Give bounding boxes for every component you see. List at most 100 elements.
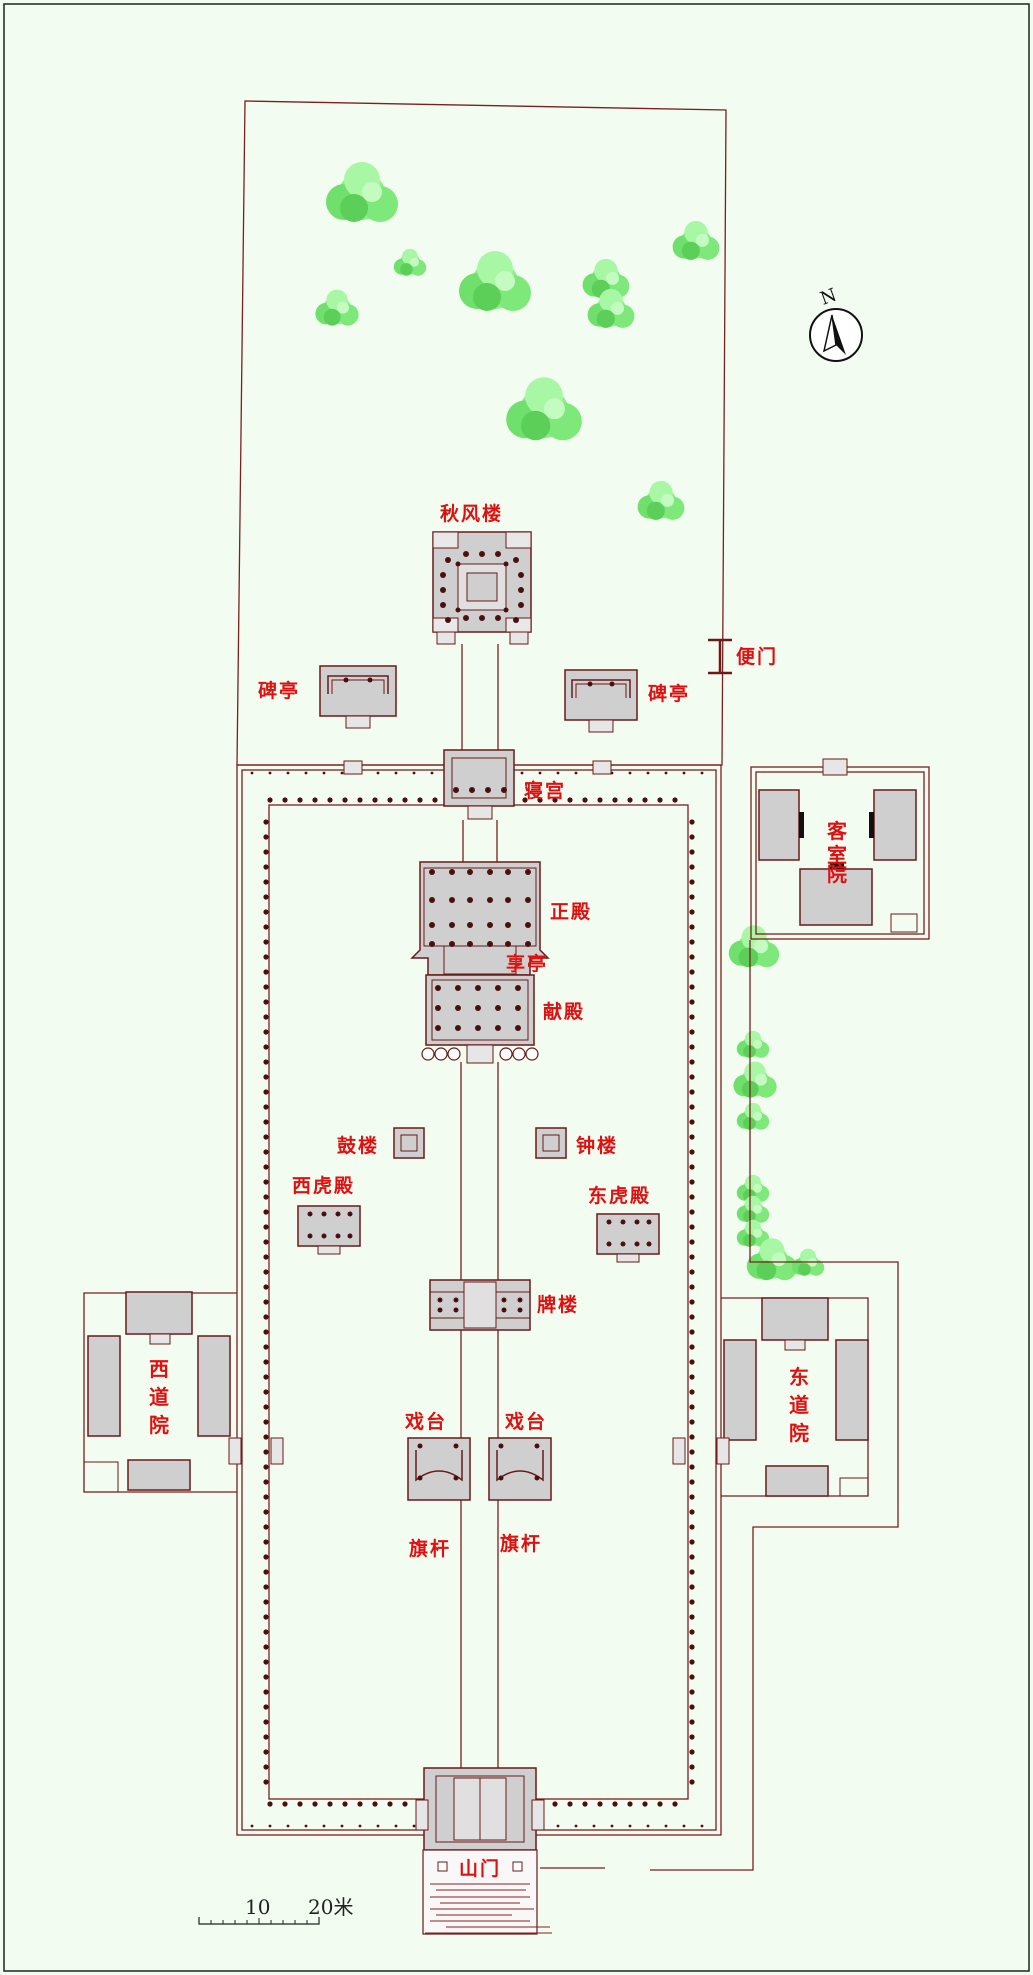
colonnade-dot: [628, 771, 632, 775]
colonnade-dot: [689, 1329, 695, 1335]
colonnade-dot: [263, 1479, 269, 1485]
scale-bar: 10 20米: [198, 1895, 353, 1925]
colonnade-dot: [689, 1629, 695, 1635]
column-dot: [429, 897, 435, 903]
column-dot: [487, 897, 493, 903]
colonnade-dot: [567, 797, 573, 803]
colonnade-dot: [387, 797, 393, 803]
colonnade-dot: [689, 1029, 695, 1035]
colonnade-dot: [263, 1509, 269, 1515]
stele-pavilion-east: 碑亭: [564, 669, 688, 733]
colonnade-dot: [263, 1239, 269, 1245]
colonnade-dot: [689, 969, 695, 975]
colonnade-dot: [268, 1824, 272, 1828]
colonnade-dot: [263, 1194, 269, 1200]
colonnade-dot: [263, 1044, 269, 1050]
label-dongdaoyuan-3: 院: [789, 1421, 809, 1445]
colonnade-dot: [689, 879, 695, 885]
colonnade-dot: [297, 797, 303, 803]
colonnade-dot: [689, 1089, 695, 1095]
colonnade-dot: [263, 1254, 269, 1260]
label-xidaoyuan-2: 道: [149, 1385, 169, 1409]
column-dot: [475, 985, 481, 991]
label-xidaoyuan-3: 院: [149, 1413, 169, 1437]
colonnade-dot: [358, 1824, 362, 1828]
colonnade-dot: [263, 1569, 269, 1575]
colonnade-dot: [250, 1824, 254, 1828]
colonnade-dot: [689, 1779, 695, 1785]
colonnade-dot: [263, 1419, 269, 1425]
colonnade-dot: [657, 797, 663, 803]
colonnade-dot: [552, 797, 558, 803]
label-kexiyuan-2: 室: [827, 843, 847, 867]
label-donghudian: 东虎殿: [588, 1184, 651, 1207]
label-zhengdian: 正殿: [550, 901, 592, 923]
colonnade-dot: [689, 1239, 695, 1245]
colonnade-dot: [412, 1824, 416, 1828]
colonnade-dot: [304, 771, 308, 775]
colonnade-dot: [263, 924, 269, 930]
colonnade-dot: [263, 1434, 269, 1440]
colonnade-dot: [304, 1824, 308, 1828]
drum-tower: 鼓楼: [337, 1127, 425, 1159]
colonnade-dot: [263, 1134, 269, 1140]
colonnade-dot: [700, 1824, 704, 1828]
colonnade-dot: [342, 797, 348, 803]
colonnade-dot: [342, 1801, 348, 1807]
colonnade-dot: [689, 1434, 695, 1440]
column-dot: [475, 1005, 481, 1011]
column-dot: [455, 1005, 461, 1011]
colonnade-dot: [689, 1704, 695, 1710]
column-dot: [487, 922, 493, 928]
column-dot: [435, 1005, 441, 1011]
colonnade-dot: [537, 797, 543, 803]
page-frame: [3, 3, 1030, 1972]
colonnade-dot: [689, 1449, 695, 1455]
tree-icon: [736, 1030, 770, 1058]
colonnade-dot: [592, 1824, 596, 1828]
east-tiger-hall: 东虎殿: [588, 1184, 660, 1263]
qingong-hall: 寝宫: [443, 749, 564, 820]
scale-label-20: 20米: [308, 1895, 353, 1919]
colonnade-dot: [263, 1404, 269, 1410]
column-dot: [435, 985, 441, 991]
colonnade-dot: [322, 1824, 326, 1828]
column-dot: [515, 1025, 521, 1031]
north-garden-wall: [236, 100, 727, 766]
label-beiting-west: 碑亭: [258, 679, 300, 702]
column-dot: [495, 1025, 501, 1031]
column-dot: [515, 1005, 521, 1011]
colonnade-dot: [402, 797, 408, 803]
colonnade-dot: [263, 864, 269, 870]
colonnade-dot: [263, 1464, 269, 1470]
colonnade-dot: [700, 771, 704, 775]
column-dot: [429, 941, 435, 947]
tree-icon: [459, 251, 531, 311]
colonnade-dot: [597, 1801, 603, 1807]
colonnade-dot: [263, 1539, 269, 1545]
column-dot: [429, 922, 435, 928]
colonnade-dot: [263, 1299, 269, 1305]
column-dot: [455, 1025, 461, 1031]
tree-icon: [637, 480, 685, 520]
colonnade-dot: [646, 1824, 650, 1828]
colonnade-dot: [689, 1284, 695, 1290]
colonnade-dot: [263, 1119, 269, 1125]
colonnade-dot: [689, 1254, 695, 1260]
colonnade-dot: [664, 1824, 668, 1828]
qiufeng-tower: 秋风楼: [432, 502, 532, 645]
colonnade-dot: [432, 797, 438, 803]
colonnade-dot: [689, 1749, 695, 1755]
colonnade-dot: [263, 1644, 269, 1650]
scale-label-10: 10: [245, 1895, 270, 1919]
colonnade-dot: [628, 1824, 632, 1828]
colonnade-dot: [263, 1074, 269, 1080]
colonnade-dot: [263, 834, 269, 840]
colonnade-dot: [263, 1344, 269, 1350]
colonnade-dot: [263, 1659, 269, 1665]
column-dot: [515, 985, 521, 991]
colonnade-dot: [263, 1734, 269, 1740]
colonnade-dot: [372, 797, 378, 803]
colonnade-dot: [263, 1014, 269, 1020]
colonnade-dot: [689, 984, 695, 990]
